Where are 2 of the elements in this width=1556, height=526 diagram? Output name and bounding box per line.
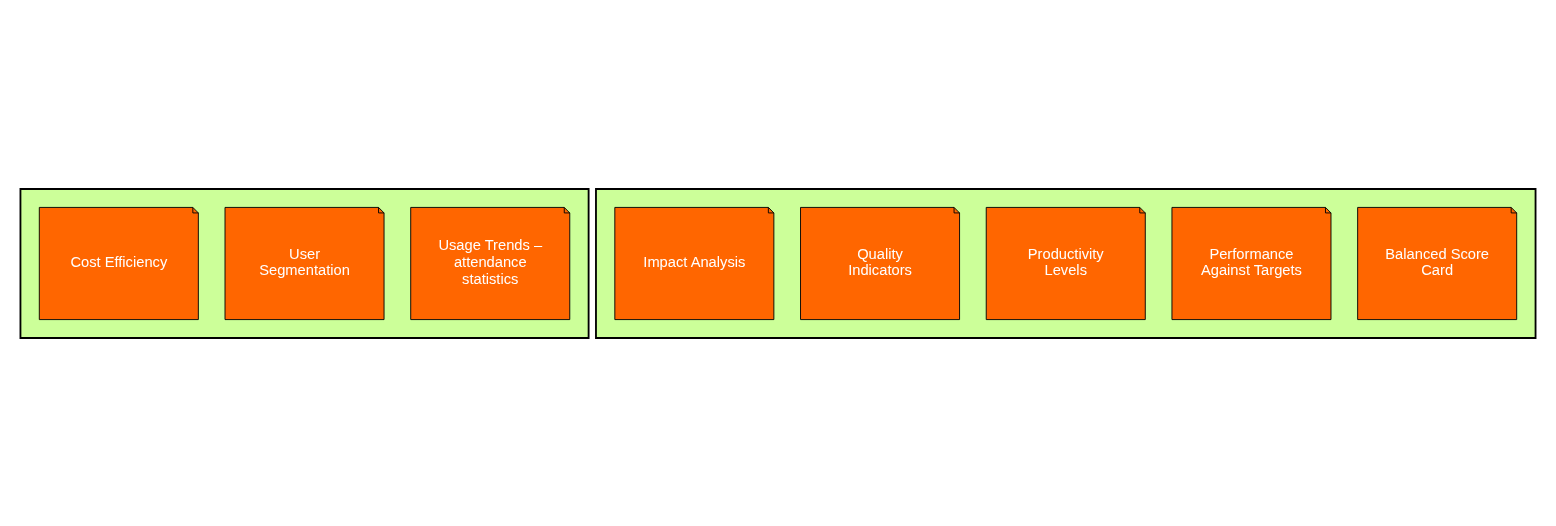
- cluster: [595, 187, 1537, 339]
- cluster: [19, 187, 590, 339]
